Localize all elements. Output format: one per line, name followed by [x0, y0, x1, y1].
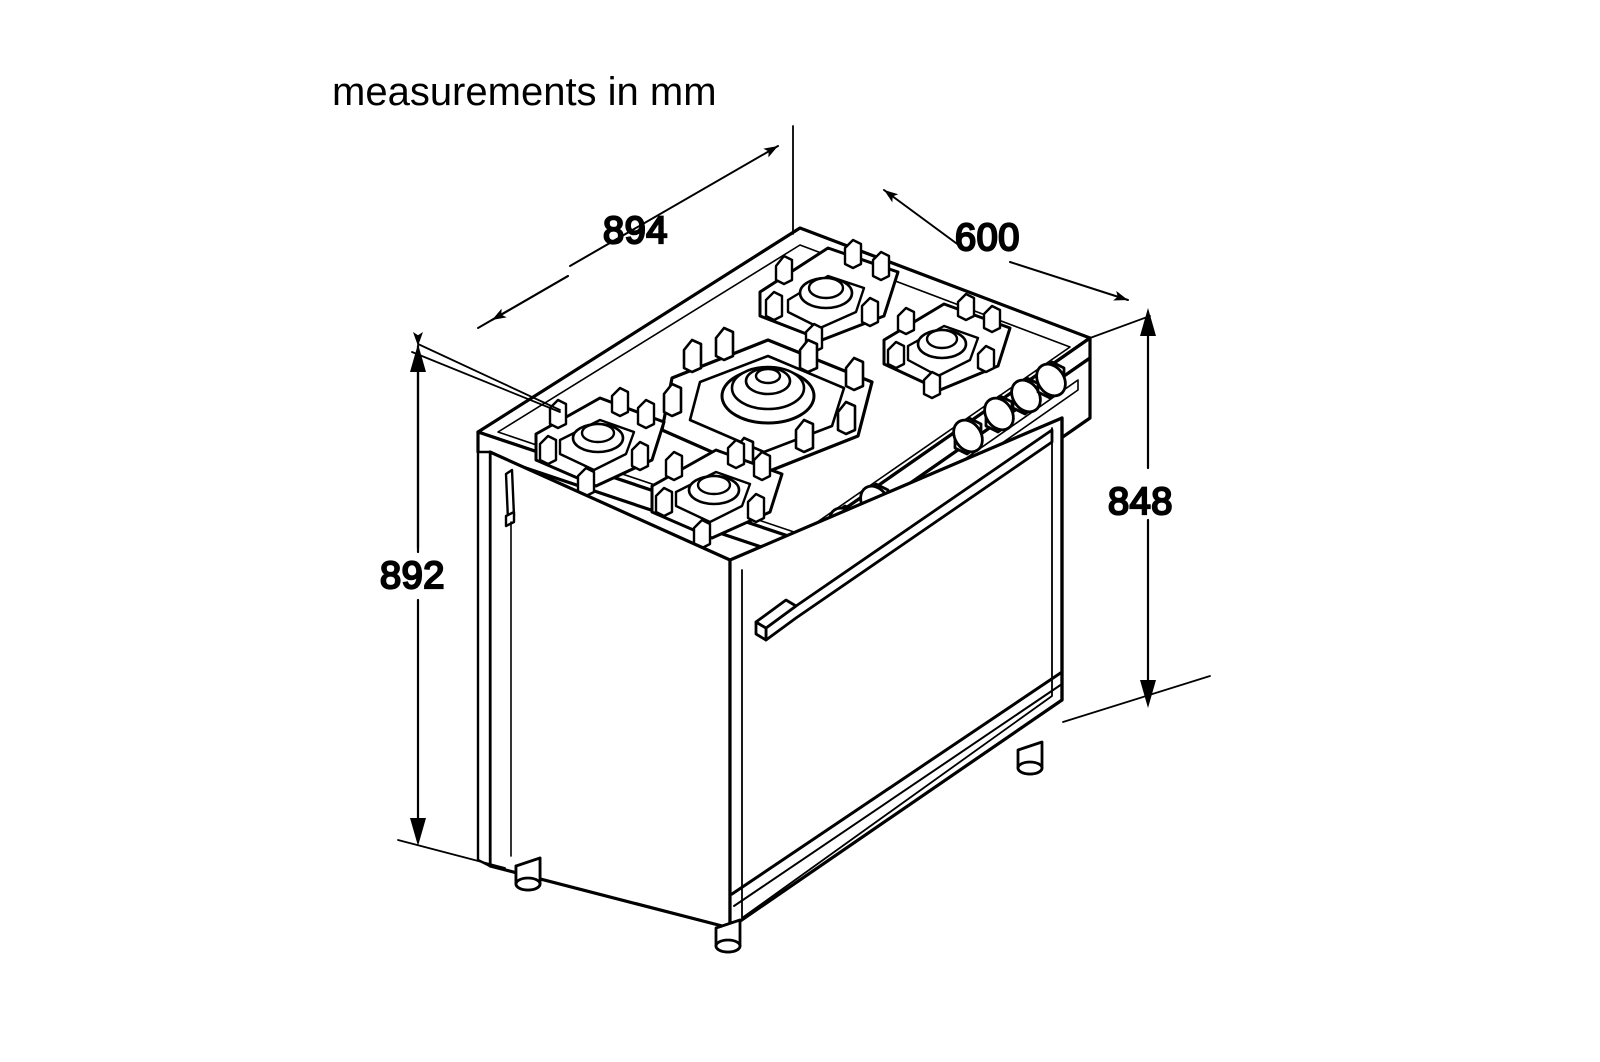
knob-8[interactable] — [1031, 359, 1072, 402]
dimension-848: 848 — [1062, 308, 1211, 723]
dimension-label-848: 848 — [1108, 481, 1173, 523]
burner-front-left — [534, 386, 666, 498]
leg-front — [714, 918, 742, 954]
burner-rear-left — [758, 238, 900, 354]
title-label: measurements in mm — [332, 70, 717, 114]
knob-5[interactable] — [948, 415, 989, 458]
oven-door-handle[interactable] — [754, 428, 1054, 642]
left-side-panel — [476, 450, 732, 930]
knob-7[interactable] — [1006, 375, 1047, 418]
oven-front — [728, 416, 1064, 930]
appliance-body — [476, 226, 1092, 954]
burner-center-wok — [660, 326, 874, 476]
leg-left — [514, 856, 542, 892]
dimension-892: 892 — [379, 332, 561, 869]
dimension-600: 600 — [883, 189, 1151, 339]
dimension-label-894: 894 — [603, 210, 668, 252]
legs — [514, 740, 1044, 954]
knob-6[interactable] — [979, 393, 1020, 436]
dimension-lines: 894 600 892 — [379, 125, 1211, 869]
dimension-894: 894 — [411, 125, 794, 413]
dimension-label-600: 600 — [955, 217, 1020, 259]
dimension-label-892: 892 — [380, 555, 445, 597]
burner-front-right — [650, 438, 784, 550]
leg-right — [1016, 740, 1044, 776]
burner-rear-right — [882, 292, 1012, 400]
